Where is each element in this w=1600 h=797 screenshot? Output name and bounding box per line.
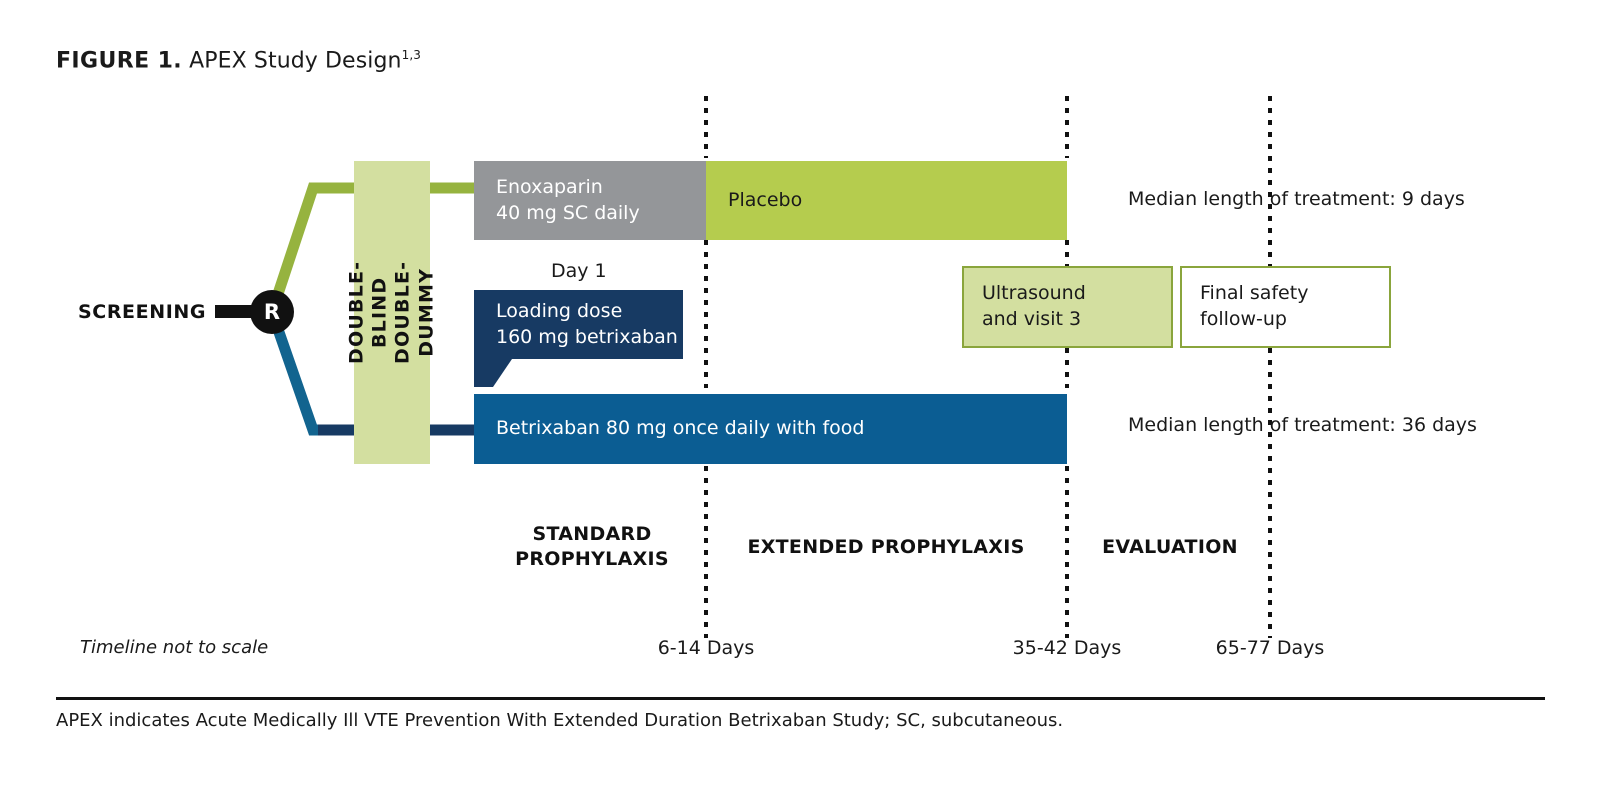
eval-box-ultrasound-label: Ultrasound and visit 3 <box>982 282 1086 330</box>
figure-title: FIGURE 1. APEX Study Design1,3 <box>56 48 421 73</box>
divider-extended-evaluation-mid <box>1065 240 1069 266</box>
footnote-rule <box>56 697 1545 700</box>
divider-standard-extended <box>704 96 708 158</box>
callout-loading-dose-pointer <box>474 359 512 387</box>
timeline-tick-6-14-days: 6-14 Days <box>657 637 755 659</box>
eval-box-final-safety: Final safety follow-up <box>1180 266 1391 348</box>
bar-placebo: Placebo <box>706 161 1067 240</box>
timeline-tick-35-42-days: 35-42 Days <box>1012 637 1122 659</box>
divider-evaluation-end <box>1268 96 1272 266</box>
double-blind-band-label: DOUBLE-BLIND DOUBLE-DUMMY <box>345 260 438 365</box>
figure-title-superscript: 1,3 <box>401 48 421 62</box>
bar-enoxaparin: Enoxaparin 40 mg SC daily <box>474 161 706 240</box>
randomization-node: R <box>250 290 294 334</box>
timeline-scale-note: Timeline not to scale <box>80 637 269 658</box>
bar-enoxaparin-label: Enoxaparin 40 mg SC daily <box>496 175 640 224</box>
divider-extended-evaluation <box>1065 96 1069 158</box>
day-one-label: Day 1 <box>551 260 607 282</box>
phase-label-evaluation: EVALUATION <box>1102 536 1238 558</box>
footnote-text: APEX indicates Acute Medically Ill VTE P… <box>56 710 1064 731</box>
bar-betrixaban: Betrixaban 80 mg once daily with food <box>474 394 1067 464</box>
bar-placebo-label: Placebo <box>728 188 803 211</box>
median-note-betrixaban: Median length of treatment: 36 days <box>1128 414 1477 436</box>
divider-extended-evaluation-mid2 <box>1065 348 1069 388</box>
divider-standard-extended-lower <box>704 466 708 638</box>
double-blind-band: DOUBLE-BLIND DOUBLE-DUMMY <box>346 161 437 464</box>
screening-label: SCREENING <box>78 301 207 323</box>
phase-label-standard-prophylaxis: STANDARD PROPHYLAXIS <box>515 523 669 570</box>
figure-title-text: APEX Study Design <box>189 48 402 74</box>
figure-label: FIGURE 1. <box>56 48 183 74</box>
bar-betrixaban-label: Betrixaban 80 mg once daily with food <box>496 417 865 440</box>
median-note-enoxaparin: Median length of treatment: 9 days <box>1128 188 1465 210</box>
divider-standard-extended-mid <box>704 240 708 388</box>
eval-box-ultrasound: Ultrasound and visit 3 <box>962 266 1173 348</box>
divider-evaluation-end-mid <box>1268 348 1272 638</box>
timeline-tick-65-77-days: 65-77 Days <box>1215 637 1325 659</box>
phase-label-extended-prophylaxis: EXTENDED PROPHYLAXIS <box>747 536 1025 558</box>
callout-loading-dose: Loading dose 160 mg betrixaban <box>474 290 683 359</box>
callout-loading-dose-label: Loading dose 160 mg betrixaban <box>496 299 678 348</box>
divider-extended-evaluation-lower <box>1065 466 1069 638</box>
eval-box-final-safety-label: Final safety follow-up <box>1200 282 1309 330</box>
